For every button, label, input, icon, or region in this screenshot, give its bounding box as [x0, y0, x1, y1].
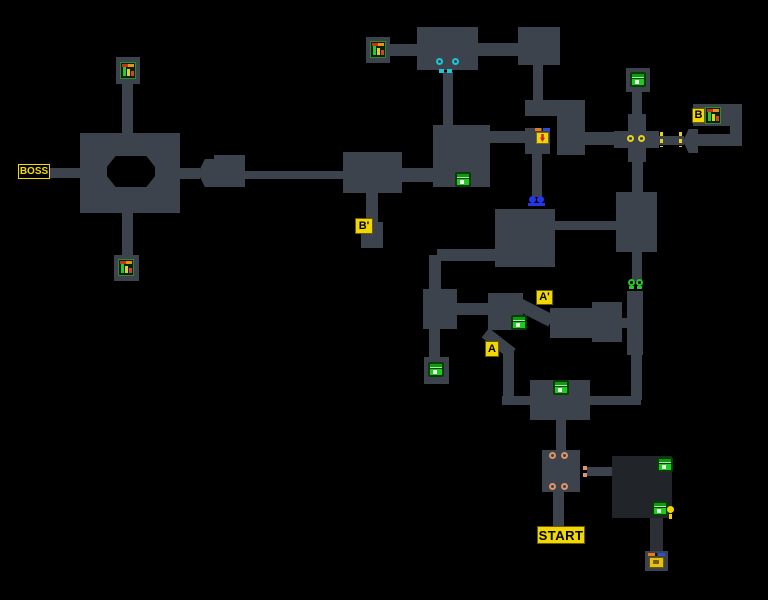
- west-mid-room: [423, 289, 457, 329]
- corridor-west-mid-east: [457, 303, 488, 315]
- door-marker-yellow: [627, 135, 634, 142]
- label-b-prime: B': [355, 218, 373, 234]
- door-line-yellow: [679, 132, 682, 147]
- chest-icon: [455, 172, 471, 187]
- mid-room: [495, 209, 555, 267]
- corridor-south-start: [556, 420, 566, 451]
- door-marker-orange: [549, 483, 556, 490]
- label-a-prime: A': [536, 290, 553, 305]
- chest-icon: [657, 457, 673, 472]
- label-a: A: [485, 341, 499, 357]
- door-line-cyan: [439, 69, 454, 73]
- ne-l-room-col: [557, 100, 585, 155]
- corridor-shaft-down: [631, 355, 642, 400]
- shop-icon: [705, 107, 721, 124]
- chest-icon: [652, 501, 668, 516]
- corridor-mid-badge: [429, 329, 440, 358]
- red-arrow-icon: [535, 128, 550, 144]
- corridor-cross-gate: [657, 136, 684, 145]
- shop-icon: [370, 41, 386, 58]
- corridor-tall-greendoor: [632, 252, 642, 281]
- door-line-green: [629, 286, 644, 289]
- corridor-l-cross: [583, 132, 616, 145]
- corridor-long-west: [245, 171, 343, 179]
- north-east-room: [518, 27, 560, 65]
- door-marker-blue: [529, 196, 536, 203]
- door-marker-cyan: [452, 58, 459, 65]
- shop-icon: [118, 259, 134, 276]
- corridor-b-prime: [366, 193, 378, 224]
- corridor-south-west: [502, 396, 531, 405]
- corridor-mid-west-v: [429, 255, 441, 291]
- a-prime-room: [550, 308, 592, 338]
- corridor-cross-tall: [632, 160, 643, 192]
- chest-icon: [428, 362, 444, 377]
- label-b: B: [692, 108, 705, 123]
- corridor-north-badge: [390, 44, 417, 56]
- gate-arrow-east: [683, 129, 698, 153]
- door-marker-orange: [561, 483, 568, 490]
- door-marker-orange: [549, 452, 556, 459]
- corridor-tall-mid: [555, 221, 616, 230]
- shop-icon: [120, 62, 136, 79]
- corridor-north-rooms: [478, 43, 518, 56]
- corridor-west-central: [402, 168, 433, 182]
- corridor-hidden-down: [650, 518, 663, 551]
- chest-icon: [511, 315, 527, 330]
- crossroads-room-h: [614, 131, 659, 148]
- east-shaft: [627, 291, 643, 355]
- door-line-orange: [583, 466, 587, 478]
- door-marker-orange: [561, 452, 568, 459]
- west-room: [343, 152, 402, 193]
- corridor-eastmid-shaft: [620, 318, 629, 328]
- boss-room-pit: [107, 156, 155, 187]
- door-marker-green: [636, 279, 643, 286]
- corridor-central-seal: [490, 131, 525, 143]
- east-tall-room: [616, 192, 657, 252]
- corridor-boss-label: [48, 168, 80, 178]
- boss-antechamber: [214, 155, 245, 187]
- label-boss: BOSS: [18, 164, 50, 179]
- corridor-start-down: [553, 492, 564, 528]
- corridor-seal-down: [532, 153, 542, 197]
- corridor-ne-badge: [632, 92, 642, 118]
- door-marker-green: [628, 279, 635, 286]
- chest-icon: [553, 380, 569, 395]
- east-mid-room: [592, 302, 622, 342]
- b-room-return: [696, 134, 742, 146]
- door-marker-blue: [537, 196, 544, 203]
- corridor-a-shaft: [503, 347, 514, 400]
- corridor-nw-badge: [122, 84, 133, 133]
- north-room: [417, 27, 478, 70]
- corridor-ne-down: [533, 65, 543, 100]
- yellow-chest-icon: [648, 553, 665, 569]
- corridor-sw-badge: [122, 213, 133, 258]
- corridor-mid-west-h: [437, 249, 495, 261]
- corridor-start-hidden: [587, 467, 612, 476]
- hint-lamp-icon: [666, 506, 675, 520]
- chest-icon: [630, 72, 646, 87]
- door-marker-cyan: [436, 58, 443, 65]
- gate-arrow-west: [198, 159, 216, 187]
- corridor-south-east: [590, 396, 641, 405]
- corridor-boss-east: [180, 168, 200, 179]
- corridor-north-down: [443, 72, 453, 125]
- door-line-yellow: [660, 132, 663, 147]
- door-marker-yellow: [638, 135, 645, 142]
- label-start: START: [537, 526, 585, 544]
- door-line-blue: [528, 203, 545, 206]
